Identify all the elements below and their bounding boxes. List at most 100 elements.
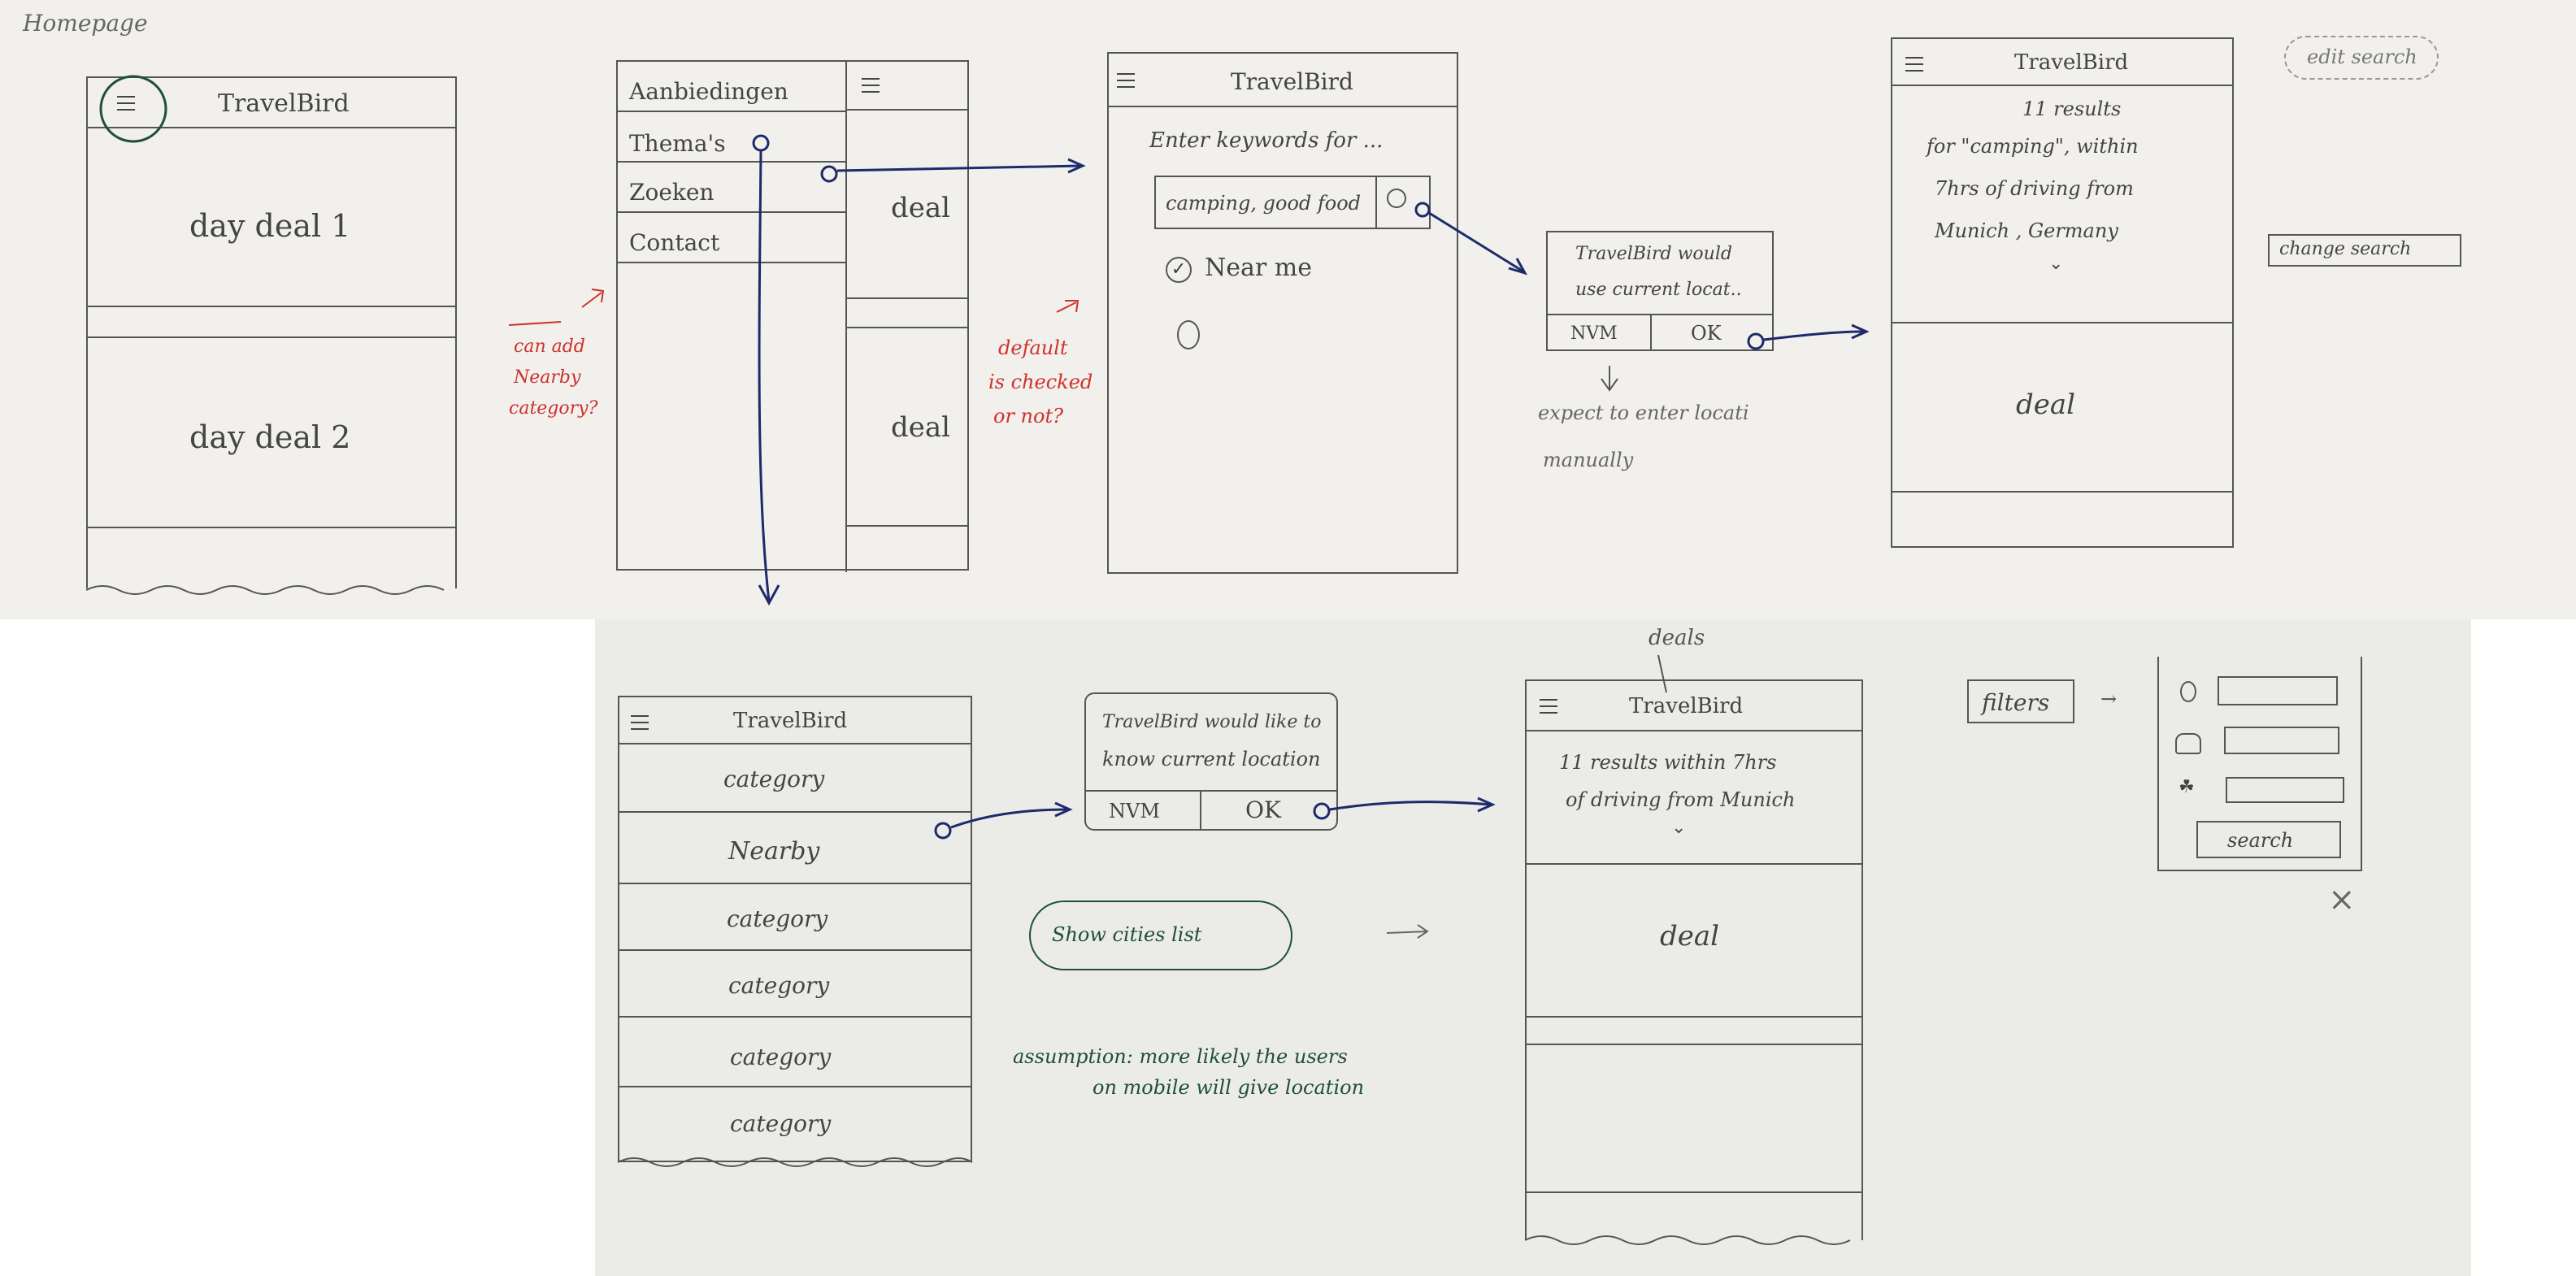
results-header: [1527, 681, 1861, 731]
day-deal-2[interactable]: day deal 2: [189, 419, 351, 455]
show-cities-list-cloud[interactable]: Show cities list: [1029, 901, 1292, 970]
category-item[interactable]: category: [728, 972, 830, 999]
app-title: TravelBird: [218, 89, 350, 118]
nvm-button[interactable]: NVM: [1109, 800, 1160, 822]
edit-search-label: edit search: [2307, 46, 2417, 68]
divider: [88, 336, 455, 338]
menu-item-aanbiedingen[interactable]: Aanbiedingen: [629, 78, 788, 105]
divider: [88, 306, 455, 307]
results-screen: TravelBird 11 results for "camping", wit…: [1891, 37, 2234, 548]
filter-search-button[interactable]: search: [2196, 821, 2341, 858]
weather-icon: [2175, 733, 2201, 754]
homepage-header: [88, 78, 455, 128]
category-item[interactable]: category: [727, 905, 828, 932]
divider: [1527, 1016, 1861, 1018]
results-line: Munich , Germany: [1935, 219, 2118, 242]
divider: [1527, 863, 1861, 865]
search-prompt: Enter keywords for ...: [1149, 128, 1384, 153]
menu-item-row: [618, 213, 847, 263]
location-permission-dialog: TravelBird would use current locat.. NVM…: [1546, 231, 1774, 351]
hamburger-menu-icon[interactable]: [631, 715, 649, 730]
category-row: [619, 744, 971, 813]
app-title: TravelBird: [2014, 50, 2129, 75]
page-label: Homepage: [23, 10, 148, 37]
location-pin-icon: [2180, 681, 2196, 702]
category-item[interactable]: category: [730, 1044, 832, 1070]
hamburger-menu-icon[interactable]: [1117, 73, 1135, 88]
results-line: of driving from Munich: [1566, 788, 1796, 811]
deal-card[interactable]: deal: [1660, 920, 1720, 953]
nvm-button[interactable]: NVM: [1570, 323, 1618, 344]
divider: [1548, 314, 1772, 315]
divider: [1086, 790, 1336, 792]
arrow-right-icon: →: [2100, 688, 2118, 710]
deal-card[interactable]: deal: [891, 192, 951, 224]
activity-icon: ☘: [2179, 777, 2195, 797]
divider: [847, 297, 967, 299]
red-note: default: [998, 336, 1068, 359]
red-note: can add: [514, 336, 585, 357]
red-note: or not?: [993, 405, 1063, 428]
hamburger-menu-icon[interactable]: [1540, 699, 1557, 714]
filter-activity-field[interactable]: [2226, 777, 2344, 803]
location-permission-dialog: TravelBird would like to know current lo…: [1084, 692, 1338, 831]
divider: [1892, 322, 2232, 323]
hamburger-menu-icon[interactable]: [1905, 57, 1923, 72]
category-item-nearby[interactable]: Nearby: [728, 837, 820, 866]
search-input[interactable]: camping, good food: [1154, 176, 1431, 229]
change-search-button[interactable]: change search: [2268, 234, 2461, 267]
divider: [1527, 1044, 1861, 1045]
filter-search-label: search: [2227, 829, 2294, 852]
edit-search-cloud[interactable]: edit search: [2284, 36, 2439, 80]
red-note: category?: [509, 398, 598, 419]
menu-item-themas[interactable]: Thema's: [629, 130, 726, 157]
divider: [847, 525, 967, 527]
menu-item-contact[interactable]: Contact: [629, 229, 720, 256]
ok-button[interactable]: OK: [1245, 796, 1281, 823]
chevron-down-icon[interactable]: ⌄: [1671, 818, 1687, 838]
dialog-line: use current locat..: [1575, 280, 1742, 300]
ok-button[interactable]: OK: [1691, 322, 1722, 345]
menu-item-row: [618, 112, 847, 163]
expect-note: manually: [1543, 449, 1634, 471]
filter-location-field[interactable]: [2218, 676, 2338, 705]
hamburger-menu-icon[interactable]: [862, 78, 880, 93]
divider: [847, 327, 967, 328]
search-header: [1109, 54, 1457, 107]
search-icon[interactable]: [1387, 189, 1406, 208]
app-title: TravelBird: [733, 709, 848, 733]
divider: [88, 527, 455, 528]
close-icon[interactable]: ×: [2328, 881, 2356, 918]
filter-weather-field[interactable]: [2224, 727, 2339, 754]
menu-item-zoeken[interactable]: Zoeken: [629, 179, 715, 206]
results-header: [1892, 39, 2232, 86]
category-row: [619, 813, 971, 884]
category-item[interactable]: category: [730, 1110, 832, 1137]
category-row: [619, 884, 971, 951]
expect-note: expect to enter locati: [1538, 401, 1749, 424]
unchecked-radio-icon[interactable]: [1177, 320, 1200, 349]
filters-label: filters: [1982, 689, 2050, 716]
checked-radio-icon[interactable]: ✓: [1166, 257, 1192, 283]
near-me-label: Near me: [1205, 254, 1312, 282]
deal-card[interactable]: deal: [2016, 388, 2076, 421]
category-item[interactable]: category: [723, 766, 825, 792]
divider: [1650, 315, 1652, 351]
results-line: for "camping", within: [1927, 135, 2139, 158]
divider: [1200, 792, 1201, 831]
category-header: [619, 697, 971, 744]
category-screen: TravelBird category Nearby category cate…: [618, 696, 972, 1162]
app-title: TravelBird: [1629, 694, 1744, 718]
day-deal-1[interactable]: day deal 1: [189, 208, 351, 244]
hamburger-menu-icon[interactable]: [117, 96, 135, 111]
chevron-down-icon[interactable]: ⌄: [2048, 254, 2064, 274]
deal-card[interactable]: deal: [891, 411, 951, 444]
nearby-results-screen: TravelBird 11 results within 7hrs of dri…: [1525, 679, 1863, 1240]
dialog-line: TravelBird would: [1575, 244, 1732, 264]
menu-item-row: [618, 62, 847, 112]
filters-button[interactable]: filters: [1967, 679, 2074, 723]
menu-open-screen: Aanbiedingen Thema's Zoeken Contact deal…: [616, 60, 969, 572]
divider: [1892, 491, 2232, 493]
drawer-edge: [845, 62, 847, 572]
homepage-screen: TravelBird day deal 1 day deal 2: [86, 76, 457, 588]
